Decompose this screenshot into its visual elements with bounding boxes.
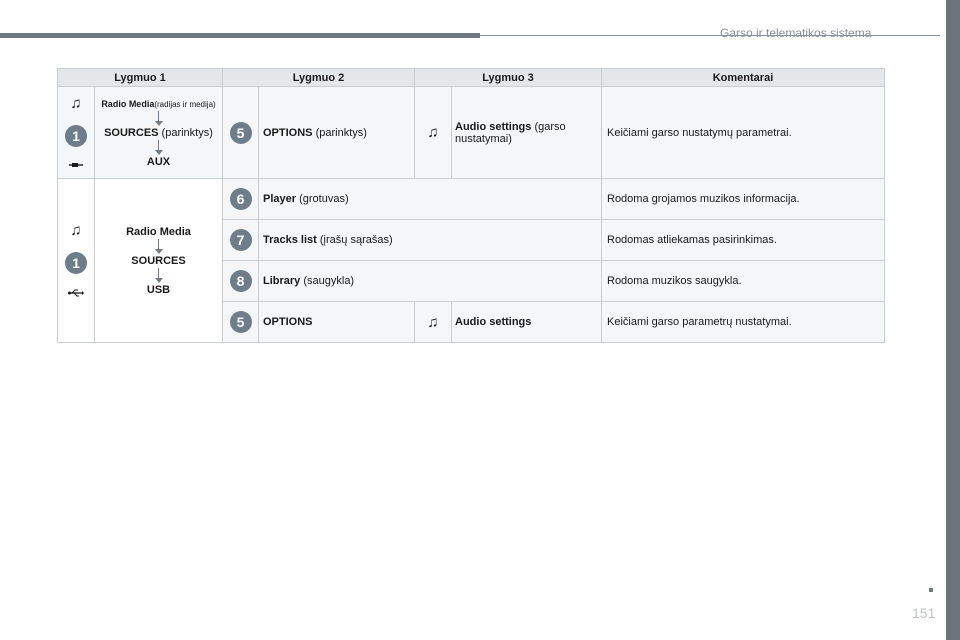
usb-icon <box>68 289 84 297</box>
usb-label: USB <box>146 283 171 296</box>
level2-cell: OPTIONS (parinktys) <box>258 86 415 179</box>
right-margin-bar <box>946 0 960 640</box>
step-badge: 5 <box>229 121 252 144</box>
icon-cell: ♫ 1 <box>57 86 95 179</box>
audio-settings-icon: ♫ <box>427 313 439 331</box>
table-row: ♫ 1 Radio Media(radijas ir medija) SOURC… <box>57 86 885 179</box>
top-rule-thin <box>480 35 940 36</box>
col-header-comment: Komentarai <box>601 68 885 87</box>
badge-cell: 5 <box>222 86 259 179</box>
down-arrow-icon <box>154 139 163 155</box>
table-row: 8 Library (saugykla) Rodoma muzikos saug… <box>58 260 885 302</box>
down-arrow-icon <box>154 238 163 254</box>
library-note: (saugykla) <box>300 275 355 287</box>
badge-cell: 8 <box>222 260 259 302</box>
level3-cell: Audio settings <box>451 301 602 343</box>
table-row: 7 Tracks list (įrašų sąrašas) Rodomas at… <box>58 219 885 261</box>
comment-cell: Rodomas atliekamas pasirinkimas. <box>601 219 885 261</box>
badge-cell: 6 <box>222 178 259 220</box>
level1-cell: Radio Media(radijas ir medija) SOURCES (… <box>94 86 223 179</box>
aux-label: AUX <box>146 155 171 168</box>
menu-table: Lygmuo 1 Lygmuo 2 Lygmuo 3 Komentarai ♫ … <box>57 68 885 343</box>
comment-cell: Keičiami garso parametrų nustatymai. <box>601 301 885 343</box>
audio-settings-label: Audio settings <box>455 120 532 133</box>
sources-label: SOURCES <box>104 126 159 139</box>
level3-icon-cell: ♫ <box>414 86 452 179</box>
radio-media-label: Radio Media <box>126 225 191 238</box>
badge-cell: 5 <box>222 301 259 343</box>
badge-cell: 7 <box>222 219 259 261</box>
level2-cell: Library (saugykla) <box>258 260 602 302</box>
comment-cell: Keičiami garso nustatymų parametrai. <box>601 86 885 179</box>
options-label: OPTIONS <box>263 316 313 328</box>
col-header-level3: Lygmuo 3 <box>414 68 602 87</box>
level2-cell: Tracks list (įrašų sąrašas) <box>258 219 602 261</box>
aux-plug-icon <box>69 163 83 167</box>
top-rule <box>0 33 480 38</box>
step-badge: 5 <box>229 311 252 333</box>
player-note: (grotuvas) <box>296 193 349 205</box>
radio-media-label: Radio Media <box>101 98 155 109</box>
tracks-list-note: (įrašų sąrašas) <box>316 234 393 246</box>
options-label: OPTIONS <box>263 126 313 139</box>
table-row: 5 OPTIONS ♫ Audio settings Keičiami gars… <box>58 301 885 343</box>
music-note-icon: ♫ <box>70 222 82 239</box>
table-row: ♫ 1 Radio Media SOURCES <box>57 178 885 343</box>
down-arrow-icon <box>154 110 163 126</box>
tracks-list-label: Tracks list <box>263 234 317 246</box>
step-badge: 8 <box>229 270 252 292</box>
step-badge: 1 <box>65 125 87 147</box>
level2-cell: OPTIONS <box>258 301 415 343</box>
comment-cell: Rodoma muzikos saugykla. <box>601 260 885 302</box>
audio-settings-label: Audio settings <box>455 316 532 328</box>
comment-cell: Rodoma grojamos muzikos informacija. <box>601 178 885 220</box>
radio-media-note: (radijas ir medija) <box>154 99 216 109</box>
step-badge: 6 <box>229 188 252 210</box>
page-marker <box>929 588 933 592</box>
level3-cell: Audio settings (garso nustatymai) <box>451 86 602 179</box>
section-title: Garso ir telematikos sistema <box>720 26 872 40</box>
table-header-row: Lygmuo 1 Lygmuo 2 Lygmuo 3 Komentarai <box>57 68 885 87</box>
step-badge: 7 <box>229 229 252 251</box>
col-header-level2: Lygmuo 2 <box>222 68 415 87</box>
icon-cell: ♫ 1 <box>57 178 95 343</box>
music-note-icon: ♫ <box>70 95 82 112</box>
sources-note: (parinktys) <box>158 126 213 139</box>
down-arrow-icon <box>154 267 163 283</box>
library-label: Library <box>263 275 301 287</box>
step-badge: 1 <box>65 252 87 274</box>
level1-cell: Radio Media SOURCES USB <box>94 178 223 343</box>
options-note: (parinktys) <box>312 126 367 139</box>
level3-icon-cell: ♫ <box>414 301 452 343</box>
player-label: Player <box>263 193 297 205</box>
audio-settings-note: (garso nustatymai) <box>455 120 566 145</box>
audio-settings-icon: ♫ <box>427 124 439 141</box>
sources-label: SOURCES <box>131 254 186 267</box>
col-header-level1: Lygmuo 1 <box>57 68 223 87</box>
level2-cell: Player (grotuvas) <box>258 178 602 220</box>
page-number: 151 <box>912 605 936 621</box>
